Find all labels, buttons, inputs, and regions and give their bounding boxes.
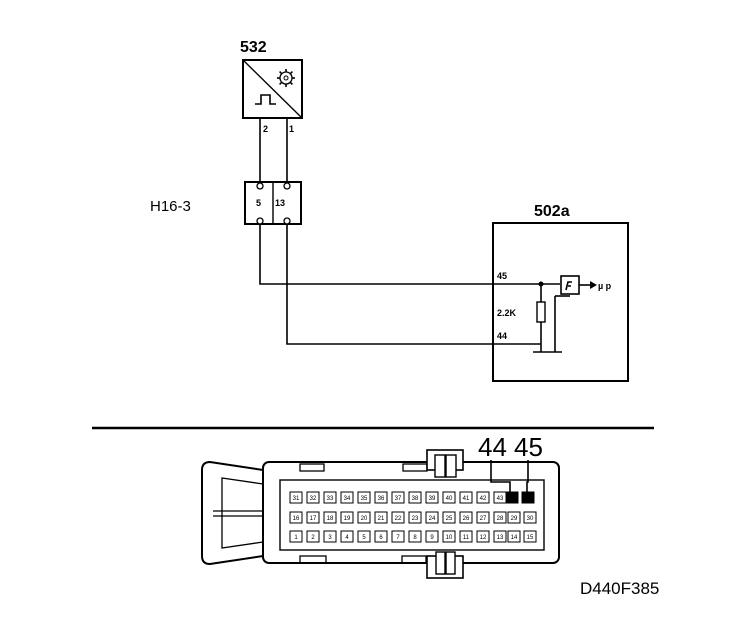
cavity-label: 41 [463,496,470,502]
cavity-label: 9 [430,535,434,541]
cavity-label: 23 [412,516,419,522]
cavity-label: 28 [497,516,504,522]
cavity-label: 24 [429,516,436,522]
cavity-label: 7 [396,535,400,541]
cavity-label: 33 [327,496,334,502]
cavity-label: 3 [328,535,332,541]
cavity-label: 35 [361,496,368,502]
plug-cavity-grid: 31 32 33 34 35 36 37 38 39 40 41 42 43 1… [289,491,537,543]
ecu-pin-44: 44 [497,331,507,341]
ecu-output-label: µ p [598,281,612,291]
cavity-label: 4 [345,535,349,541]
cavity-label: 30 [527,516,534,522]
resistor-symbol [536,301,546,323]
cavity-label: 18 [327,516,334,522]
sensor-label: 532 [240,39,267,56]
cavity-row-mid: 16 17 18 19 20 21 22 23 24 25 26 27 28 2… [289,511,537,524]
cavity-label: 36 [378,496,385,502]
cavity-label: 14 [511,535,518,541]
sensor-pin-1: 1 [289,124,294,134]
connector-h16-3 [244,181,302,225]
cavity-label: 22 [395,516,402,522]
output-arrow-icon [590,281,597,289]
cavity-label: 12 [480,535,487,541]
callout-lines [490,460,529,492]
cavity-label: 19 [344,516,351,522]
cavity-label: 13 [497,535,504,541]
cavity-label: 2 [311,535,315,541]
cavity-label: 42 [480,496,487,502]
ecu-label: 502a [534,203,570,220]
cavity-label: 34 [344,496,351,502]
cavity-label: 26 [463,516,470,522]
cavity-label: 43 [497,496,504,502]
cavity-label: 20 [361,516,368,522]
cavity-label: 15 [527,535,534,541]
cavity-label: 21 [378,516,385,522]
cavity-label: 5 [362,535,366,541]
cavity-label: 17 [310,516,317,522]
cavity-label: 10 [446,535,453,541]
cavity-label: 37 [395,496,402,502]
cavity-row-top: 31 32 33 34 35 36 37 38 39 40 41 42 43 [289,491,535,504]
cavity-label: 38 [412,496,419,502]
cavity-label: 8 [413,535,417,541]
gear-icon [277,69,295,87]
callout-pin-44: 44 [478,432,507,462]
ecu-plug-outline [201,449,560,579]
cavity-label: 31 [293,496,300,502]
cavity-label: 32 [310,496,317,502]
cavity-label: 1 [294,535,298,541]
cavity-label: 6 [379,535,383,541]
cavity-label: 29 [511,516,518,522]
amplifier-icon [560,275,580,295]
ecu-502a-box [492,222,629,382]
cavity-label: 16 [293,516,300,522]
cavity-row-bottom: 1 2 3 4 5 6 7 8 9 10 11 12 13 14 15 [289,530,537,543]
connector-pin-13: 13 [275,198,285,208]
cavity-44-highlight [505,491,519,504]
callout-pin-45: 45 [514,432,543,462]
cavity-label: 11 [463,535,470,541]
sensor-pin-2: 2 [263,124,268,134]
connector-label: H16-3 [150,198,191,215]
cavity-label: 39 [429,496,436,502]
ecu-internal-circuit [495,275,597,353]
ecu-resistor-value: 2.2K [497,308,517,318]
figure-code: D440F385 [580,579,659,598]
connector-pin-5: 5 [256,198,261,208]
sensor-532-symbol [242,59,303,119]
cavity-label: 27 [480,516,487,522]
cavity-label: 40 [446,496,453,502]
cavity-45-highlight [521,491,535,504]
ecu-pin-45: 45 [497,271,507,281]
cavity-label: 25 [446,516,453,522]
